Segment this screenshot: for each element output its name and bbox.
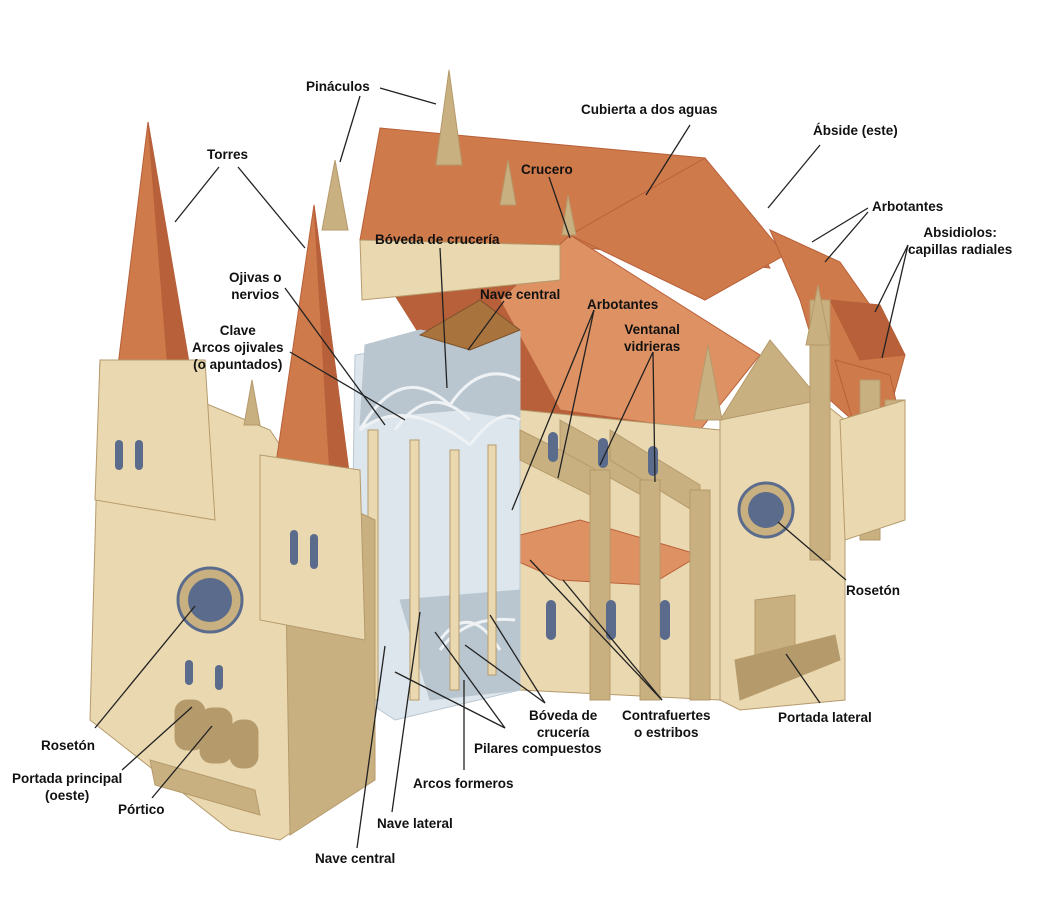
label-portada-principal-line2: (oeste) [45, 788, 90, 803]
vault-ribs [358, 372, 521, 651]
label-pinaculos: Pináculos [306, 79, 370, 94]
vault-shade [359, 329, 521, 426]
label-nave-lateral: Nave lateral [377, 816, 453, 831]
label-arbotantes-mid: Arbotantes [587, 297, 659, 312]
label-contrafuertes-line2: o estribos [634, 725, 699, 740]
label-nave-central-bottom: Nave central [315, 851, 396, 866]
nave-north-wall [359, 239, 561, 301]
label-boveda-bottom-line1: Bóveda de [529, 708, 598, 723]
label-portico: Pórtico [118, 802, 165, 817]
label-arcos-ojivales-line2: (o apuntados) [193, 357, 283, 372]
label-boveda-bottom: Bóveda de crucería [529, 707, 597, 741]
label-absidiolos-line1: Absidiolos: [923, 225, 997, 240]
label-boveda-top: Bóveda de crucería [375, 232, 500, 247]
label-clave-arcos: Clave Arcos ojivales (o apuntados) [192, 322, 284, 373]
label-ojivas-line1: Ojivas o [229, 270, 282, 285]
rose-window-south-center [748, 492, 784, 528]
label-cubierta: Cubierta a dos aguas [581, 102, 718, 117]
label-pilares: Pilares compuestos [474, 741, 602, 756]
label-ventanal: Ventanal vidrieras [624, 321, 680, 355]
label-clave: Clave [219, 323, 256, 338]
label-arbotantes-top: Arbotantes [872, 199, 944, 214]
stained-glass-windows [546, 432, 670, 640]
rose-window-west-center [188, 578, 232, 622]
label-contrafuertes-line1: Contrafuertes [622, 708, 711, 723]
label-portada-lateral: Portada lateral [778, 710, 872, 725]
label-ventanal-line1: Ventanal [624, 322, 680, 337]
label-portada-principal: Portada principal (oeste) [12, 770, 122, 804]
label-absidiolos: Absidiolos: capillas radiales [908, 224, 1012, 258]
label-arcos-formeros: Arcos formeros [413, 776, 514, 791]
north-tower-body [94, 359, 216, 521]
radial-chapel-roof-1 [829, 299, 906, 361]
label-nave-central-top: Nave central [480, 287, 561, 302]
label-ojivas-line2: nervios [231, 287, 280, 302]
label-contrafuertes: Contrafuertes o estribos [622, 707, 711, 741]
label-arcos-ojivales-line1: Arcos ojivales [192, 340, 284, 355]
portico-steps [149, 759, 261, 816]
label-ventanal-line2: vidrieras [624, 339, 681, 354]
label-boveda-bottom-line2: crucería [536, 725, 590, 740]
west-portals [174, 699, 259, 769]
apse-wall [839, 399, 906, 541]
facade-windows [115, 440, 318, 690]
label-roseton-left: Rosetón [41, 738, 95, 753]
label-absidiolos-line2: capillas radiales [908, 242, 1013, 257]
label-portada-principal-line1: Portada principal [12, 771, 123, 786]
south-transept-gable [718, 339, 821, 421]
leader-lines [94, 87, 909, 849]
label-roseton-right: Rosetón [846, 583, 900, 598]
label-crucero: Crucero [521, 162, 573, 177]
label-abside: Ábside (este) [813, 123, 898, 138]
pinnacles [243, 69, 831, 426]
label-torres: Torres [207, 147, 249, 162]
side-portal-steps [734, 634, 841, 701]
label-ojivas: Ojivas o nervios [229, 269, 282, 303]
